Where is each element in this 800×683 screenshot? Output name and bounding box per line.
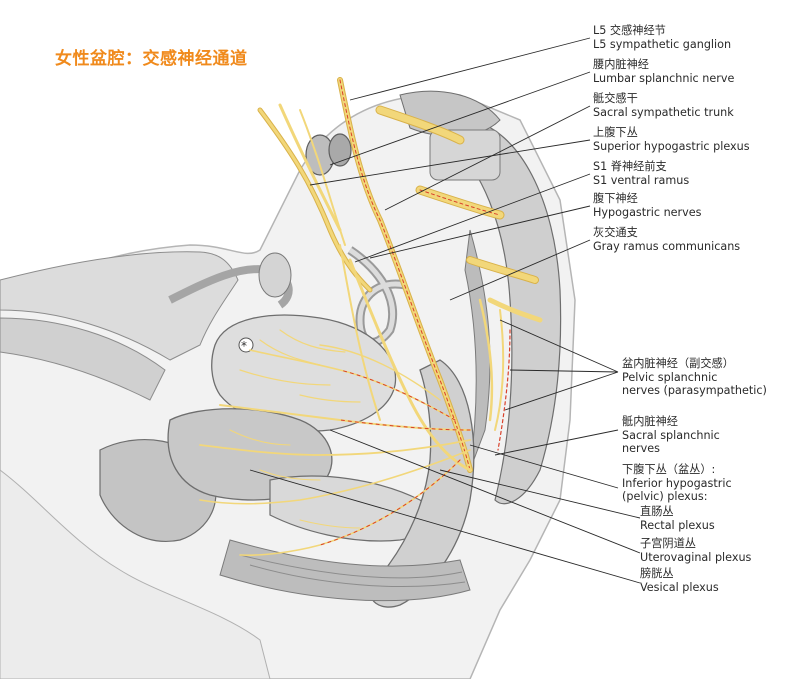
l5-vertebral-body [429,129,501,181]
rectum [369,359,475,608]
nerve-network [199,77,543,556]
sacrum [449,119,562,505]
iliac-vessel-2 [328,133,352,167]
asterisk-marker [238,337,254,353]
leader-lines [249,37,641,584]
abdominal-wall [0,251,239,361]
abdominal-wall-inner [0,317,166,401]
lumbar-vertebra [399,90,501,137]
ovary [258,252,292,298]
svg-text:*: * [241,339,247,353]
label-inferior-hypogastric-plexus: 下腹下丛（盆丛）:Inferior hypogastric(pelvic) pl… [622,463,732,503]
pelvic-floor [219,539,471,602]
perineum-outline [0,469,271,680]
figure-title: 女性盆腔：交感神经通道 [55,49,248,69]
